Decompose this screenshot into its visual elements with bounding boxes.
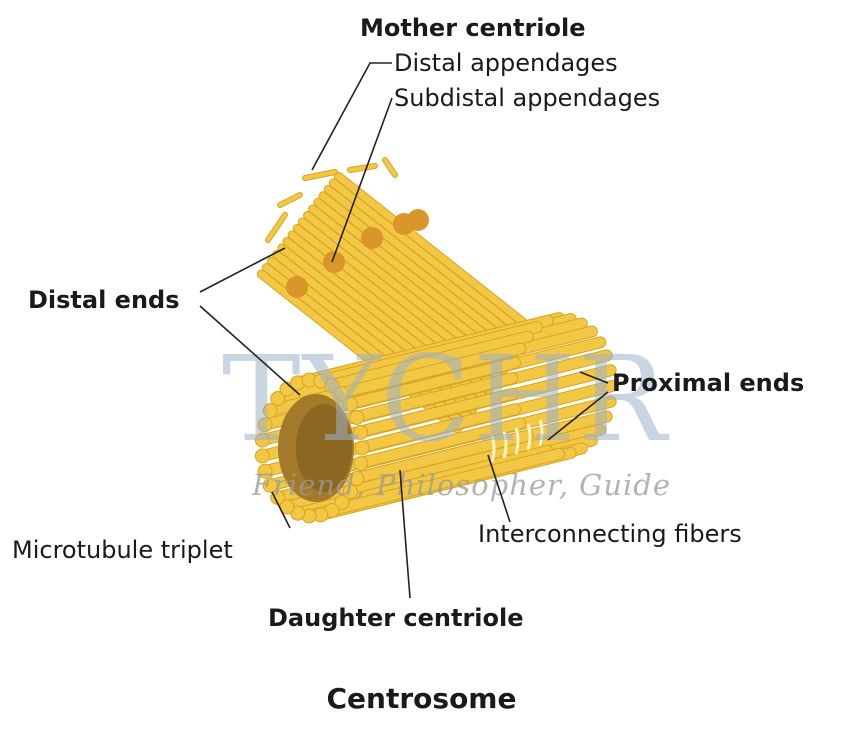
mother-microtubule <box>334 172 539 335</box>
label-daughter-centriole: Daughter centriole <box>268 604 524 632</box>
distal-appendage <box>383 158 397 177</box>
interconnecting-fiber <box>502 431 508 459</box>
microtubule-triplet-end <box>349 471 365 487</box>
label-proximal-ends: Proximal ends <box>612 369 805 397</box>
mother-microtubule <box>324 185 528 348</box>
label-distal-ends: Distal ends <box>28 286 180 314</box>
microtubule-triplet-end <box>262 403 278 419</box>
microtubule-triplet-end <box>354 440 370 456</box>
microtubule-triplet-end <box>349 409 365 425</box>
watermark-tagline: Friend, Philosopher, Guide <box>252 468 672 502</box>
distal-appendage <box>266 213 287 242</box>
microtubule-triplet-end <box>342 484 358 500</box>
subdistal-appendage <box>361 227 383 249</box>
distal-appendage <box>348 164 377 172</box>
interconnecting-fiber <box>526 423 532 451</box>
label-subdistal-appendages: Subdistal appendages <box>394 84 661 112</box>
leader-distal-ends-1 <box>199 247 286 293</box>
leader-microtubule <box>271 491 291 529</box>
interconnecting-fiber <box>538 419 544 447</box>
distal-appendage <box>303 170 337 180</box>
interconnecting-fiber <box>514 427 520 455</box>
interconnecting-fiber <box>490 435 496 463</box>
distal-appendage <box>278 193 302 207</box>
watermark-brand: TYCHR <box>222 330 669 468</box>
microtubule-triplet-end <box>254 448 270 464</box>
microtubule-triplet-end <box>257 463 273 479</box>
daughter-microtubule <box>304 448 565 521</box>
microtubule-triplet-end <box>334 385 350 401</box>
microtubule-triplet-end <box>254 432 270 448</box>
leader-subdistal-appendages <box>331 97 393 263</box>
microtubule-triplet-end <box>353 424 369 440</box>
microtubule-triplet-end <box>342 396 358 412</box>
label-microtubule-triplet: Microtubule triplet <box>12 536 233 564</box>
leader-proximal-ends-2 <box>547 391 609 441</box>
leader-daughter <box>399 469 411 599</box>
leader-distal-appendages <box>311 62 392 171</box>
microtubule-triplet-end <box>262 477 278 493</box>
leader-distal-ends-2 <box>199 305 301 396</box>
leader-interconnecting <box>487 454 511 523</box>
daughter-lumen-shadow <box>296 404 352 492</box>
microtubule-triplet-end <box>353 456 369 472</box>
microtubule-triplet-end <box>334 495 350 511</box>
subdistal-appendage <box>407 209 429 231</box>
label-mother-centriole: Mother centriole <box>360 14 586 42</box>
mother-microtubule <box>329 179 533 342</box>
subdistal-appendage <box>286 276 308 298</box>
caption: Centrosome <box>326 682 517 715</box>
mother-microtubule <box>319 192 523 355</box>
microtubule-triplet-end <box>257 417 273 433</box>
subdistal-appendage <box>323 251 345 273</box>
microtubule-triplet-end <box>270 391 286 407</box>
leader-proximal-ends-1 <box>579 371 609 384</box>
label-interconnecting-fibers: Interconnecting fibers <box>478 520 742 548</box>
microtubule-triplet-end <box>324 378 340 394</box>
label-distal-appendages: Distal appendages <box>394 49 618 77</box>
